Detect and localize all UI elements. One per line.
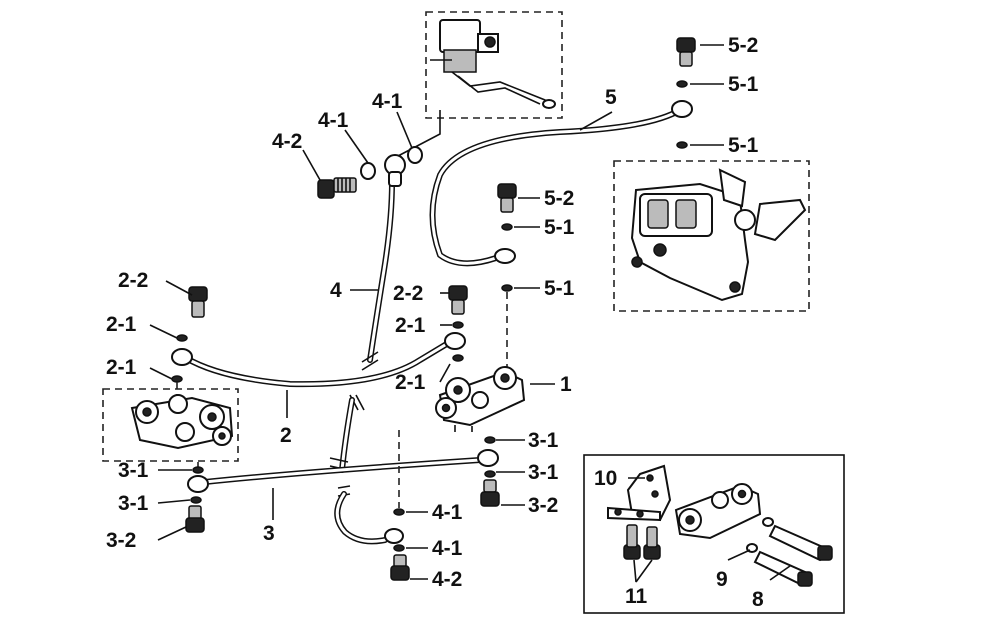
label-3: 3 (263, 522, 275, 545)
label-5-1-a: 5-1 (728, 73, 759, 96)
washer-2-1-mid (452, 321, 464, 362)
distributor-inset-box (102, 388, 239, 462)
label-4-2-top: 4-2 (272, 130, 302, 153)
washer-5-1-top (676, 80, 688, 149)
bolt-4-2-upper (317, 177, 357, 199)
label-5-2-top: 5-2 (728, 34, 758, 57)
label-3-1-left-a: 3-1 (118, 459, 149, 482)
label-2-2-mid: 2-2 (393, 282, 423, 305)
label-5-1-b: 5-1 (728, 134, 759, 157)
label-1: 1 (560, 373, 572, 396)
hose-2 (171, 332, 466, 388)
bolt-5-2-top (676, 37, 696, 67)
label-2-2-left: 2-2 (118, 269, 148, 292)
bolt-2-2-left (188, 286, 208, 318)
washer-2-1-left (171, 334, 188, 383)
washer-5-1-mid (501, 223, 513, 292)
washer-3-1-left (190, 466, 204, 504)
label-4: 4 (330, 279, 342, 302)
label-4-1-right: 4-1 (372, 90, 403, 113)
washer-4-1-lower (393, 508, 405, 552)
assembly-inset (607, 464, 833, 587)
washer-4-1-upper (360, 146, 423, 180)
label-2-1-c: 2-1 (395, 314, 426, 337)
bolt-3-2-left (185, 505, 205, 533)
distributor-1 (435, 366, 526, 432)
bolt-5-2-mid (497, 183, 517, 213)
label-4-1-left: 4-1 (318, 109, 349, 132)
label-3-2-left: 3-2 (106, 529, 136, 552)
label-5-2-mid: 5-2 (544, 187, 574, 210)
label-3-1-left-b: 3-1 (118, 492, 149, 515)
washer-3-1-right (484, 436, 496, 478)
label-2-1-d: 2-1 (395, 371, 426, 394)
bolt-3-2-right (480, 479, 500, 507)
hose-5 (429, 100, 693, 267)
label-5-1-c: 5-1 (544, 216, 575, 239)
label-5-1-d: 5-1 (544, 277, 575, 300)
label-3-1-right-a: 3-1 (528, 429, 559, 452)
label-8: 8 (752, 588, 764, 611)
label-2: 2 (280, 424, 292, 447)
label-3-2-right: 3-2 (528, 494, 558, 517)
label-11: 11 (625, 585, 648, 608)
label-3-1-right-b: 3-1 (528, 461, 559, 484)
label-2-1-a: 2-1 (106, 313, 137, 336)
label-4-1-lower-b: 4-1 (432, 537, 463, 560)
label-5: 5 (605, 86, 617, 109)
master-cylinder-lever (430, 19, 556, 109)
brake-caliper (630, 168, 807, 302)
label-4-1-lower-a: 4-1 (432, 501, 463, 524)
caliper-box (613, 160, 810, 312)
distributor-inset (130, 394, 234, 450)
hose-4 (329, 179, 404, 545)
leader-lines (149, 44, 791, 583)
assembly-inset-box (583, 454, 845, 614)
label-4-2-bottom: 4-2 (432, 568, 462, 591)
hose-3 (187, 449, 499, 493)
label-9: 9 (716, 568, 728, 591)
hose-4-upper-banjo (384, 110, 441, 187)
label-10: 10 (594, 467, 617, 490)
bolt-2-2-mid (448, 285, 468, 315)
label-2-1-b: 2-1 (106, 356, 137, 379)
bolt-4-2-lower (390, 554, 410, 581)
